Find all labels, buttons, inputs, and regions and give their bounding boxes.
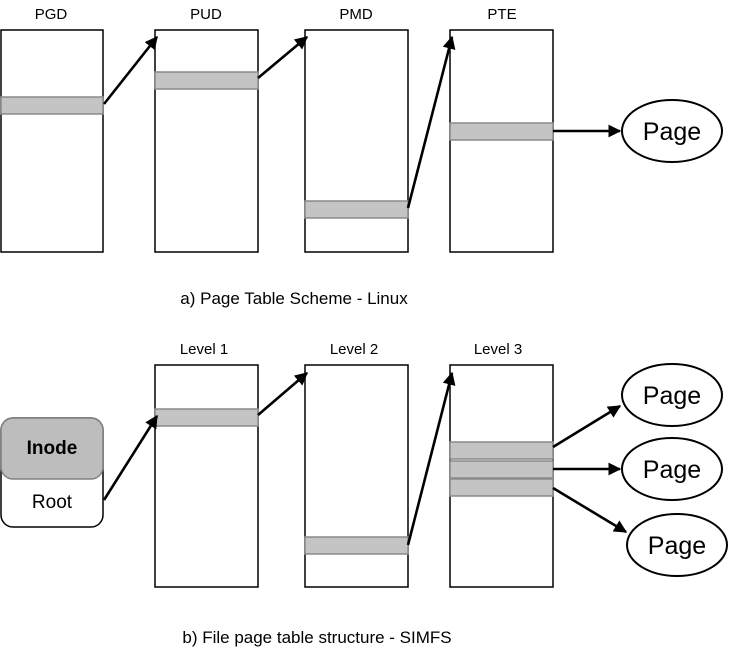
- inode-root-node: Inode Root: [0, 417, 104, 528]
- pmd-entry: [304, 200, 409, 219]
- arrow-root-to-level-1: [102, 414, 159, 501]
- pud-entry: [154, 71, 259, 90]
- pgd-table: [0, 29, 104, 253]
- page-node-2: [621, 437, 723, 501]
- caption-a: a) Page Table Scheme - Linux: [180, 289, 408, 308]
- page-node-1: [621, 363, 723, 427]
- level-1-entry: [154, 408, 259, 427]
- pte-table: [449, 29, 554, 253]
- arrow-pud-to-pmd: [257, 36, 308, 79]
- level-2-entry: [304, 536, 409, 555]
- level-label-pud: PUD: [190, 6, 222, 23]
- pte-entry: [449, 122, 554, 141]
- linux-page-table-scheme: PGD PUD PMD PTE Page a) Page Table Schem…: [0, 6, 723, 308]
- level-label-pgd: PGD: [35, 6, 68, 23]
- root-label: Root: [32, 492, 73, 513]
- page-node: [621, 99, 723, 163]
- arrow-pmd-to-pte: [406, 35, 456, 209]
- level-3-entry-3: [449, 478, 554, 497]
- inode-label: Inode: [27, 438, 78, 459]
- pgd-entry: [0, 96, 104, 115]
- level-1-table: [154, 364, 259, 588]
- pud-table: [154, 29, 259, 253]
- level-label-1: Level 1: [180, 341, 228, 358]
- arrow-level-2-to-level-3: [406, 371, 456, 546]
- page-node-label: Page: [643, 118, 701, 146]
- level-3-entry-2: [449, 460, 554, 479]
- level-label-3: Level 3: [474, 341, 522, 358]
- page-node-1-label: Page: [643, 382, 701, 410]
- level-label-pmd: PMD: [339, 6, 373, 23]
- inode-box: [0, 417, 104, 480]
- level-label-2: Level 2: [330, 341, 378, 358]
- simfs-file-page-table: Level 1 Level 2 Level 3 Inode Root Page …: [0, 341, 728, 647]
- level-3-entry-1: [449, 441, 554, 460]
- arrow-level-3-to-page-1: [552, 404, 622, 449]
- level-label-pte: PTE: [487, 6, 516, 23]
- page-node-3: [626, 513, 728, 577]
- page-node-3-label: Page: [648, 532, 706, 560]
- arrow-level-1-to-level-2: [257, 372, 308, 416]
- arrow-pgd-to-pud: [102, 35, 159, 105]
- caption-b: b) File page table structure - SIMFS: [182, 628, 451, 647]
- page-node-2-label: Page: [643, 456, 701, 484]
- arrow-level-3-to-page-3: [552, 486, 628, 534]
